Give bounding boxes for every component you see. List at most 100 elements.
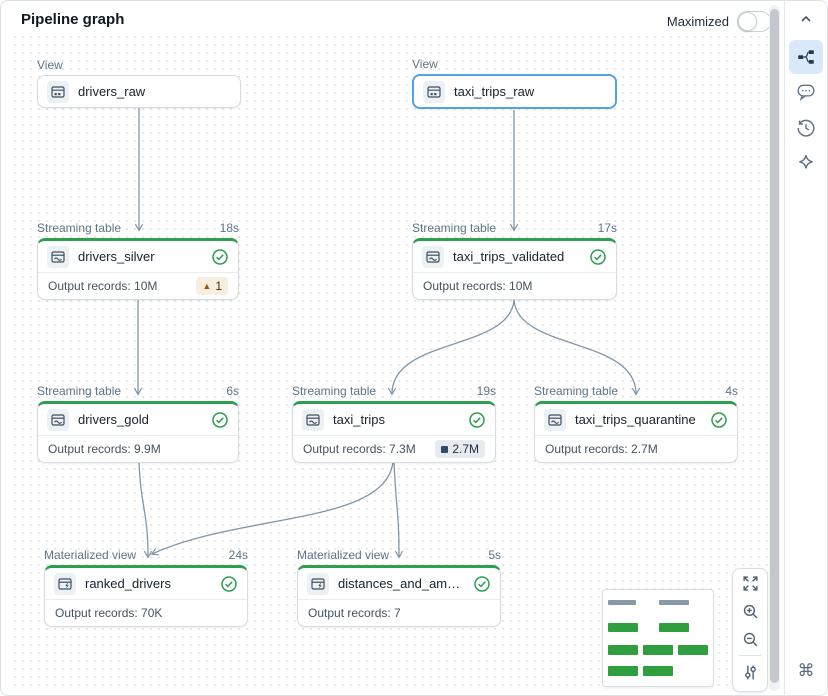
sidebar-item-version-history[interactable] xyxy=(796,118,816,138)
toggle-knob xyxy=(738,12,757,31)
warning-icon: ▲ xyxy=(202,280,212,291)
node-type-label: View xyxy=(412,57,438,71)
streaming-table-icon xyxy=(544,408,566,431)
output-records: Output records: 10M xyxy=(48,279,158,293)
minimap-bar xyxy=(678,645,708,655)
node-name: taxi_trips_raw xyxy=(454,84,535,99)
streaming-table-icon xyxy=(47,245,69,268)
count-value: 2.7M xyxy=(452,442,479,456)
node-group-ranked-drivers: Materialized view 24s ranked_drivers Outp… xyxy=(44,544,248,627)
node-duration: 24s xyxy=(228,548,248,562)
node-type-label: Streaming table xyxy=(534,384,619,398)
node-duration: 5s xyxy=(488,548,501,562)
node-type-label: Materialized view xyxy=(297,548,390,562)
success-check-icon xyxy=(220,575,238,593)
node-drivers-raw[interactable]: drivers_raw xyxy=(37,75,241,108)
node-group-taxi-trips-validated: Streaming table 17s taxi_trips_validated … xyxy=(412,217,617,300)
minimap-bar xyxy=(643,666,673,676)
node-group-taxi-trips: Streaming table 19s taxi_trips Output rec… xyxy=(292,380,496,463)
node-drivers-silver[interactable]: drivers_silver Output records: 10M ▲1 xyxy=(37,238,239,300)
right-sidebar: ⌘ xyxy=(784,1,827,695)
node-group-drivers-silver: Streaming table 18s drivers_silver Output… xyxy=(37,217,239,300)
node-name: taxi_trips_quarantine xyxy=(575,412,696,427)
square-icon xyxy=(441,445,449,453)
minimap-bar xyxy=(608,600,636,605)
output-records: Output records: 70K xyxy=(55,606,163,620)
sidebar-item-comments[interactable] xyxy=(796,82,816,102)
success-check-icon xyxy=(211,248,229,266)
node-name: ranked_drivers xyxy=(85,576,171,591)
node-duration: 18s xyxy=(219,221,239,235)
streaming-table-icon xyxy=(302,408,324,431)
count-badge[interactable]: 2.7M xyxy=(435,440,485,458)
node-type-label: Materialized view xyxy=(44,548,137,562)
materialized-view-icon xyxy=(307,572,329,595)
success-check-icon xyxy=(468,411,486,429)
maximized-toggle[interactable] xyxy=(737,11,771,32)
zoom-in-button[interactable] xyxy=(733,597,767,625)
filter-settings-button[interactable] xyxy=(733,658,767,686)
vertical-scrollbar[interactable] xyxy=(769,5,780,691)
minimap-bar xyxy=(659,600,689,605)
view-table-icon xyxy=(47,80,69,103)
output-records: Output records: 7.3M xyxy=(303,442,416,456)
node-name: distances_and_amounts_b... xyxy=(338,576,464,591)
fit-view-button[interactable] xyxy=(733,569,767,597)
scrollbar-thumb[interactable] xyxy=(770,9,779,683)
collapse-chevron-up-icon[interactable] xyxy=(798,11,814,27)
divider xyxy=(739,655,761,656)
minimap-bar xyxy=(608,666,638,676)
node-group-drivers-gold: Streaming table 6s drivers_gold Output re… xyxy=(37,380,239,463)
warning-badge[interactable]: ▲1 xyxy=(196,277,228,295)
page-title: Pipeline graph xyxy=(21,11,125,28)
node-group-distances-and-amounts: Materialized view 5s distances_and_amount… xyxy=(297,544,501,627)
success-check-icon xyxy=(589,248,607,266)
node-group-taxi-trips-raw: View taxi_trips_raw xyxy=(412,53,617,109)
zoom-controls xyxy=(732,568,768,692)
node-group-taxi-trips-quarantine: Streaming table 4s taxi_trips_quarantine … xyxy=(534,380,738,463)
node-drivers-gold[interactable]: drivers_gold Output records: 9.9M xyxy=(37,401,239,463)
node-duration: 6s xyxy=(226,384,239,398)
streaming-table-icon xyxy=(422,245,444,268)
node-name: taxi_trips_validated xyxy=(453,249,565,264)
zoom-out-button[interactable] xyxy=(733,625,767,653)
success-check-icon xyxy=(710,411,728,429)
output-records: Output records: 10M xyxy=(423,279,533,293)
node-name: drivers_raw xyxy=(78,84,146,99)
node-taxi-trips-raw[interactable]: taxi_trips_raw xyxy=(412,74,617,109)
output-records: Output records: 2.7M xyxy=(545,442,658,456)
node-name: taxi_trips xyxy=(333,412,386,427)
node-ranked-drivers[interactable]: ranked_drivers Output records: 70K xyxy=(44,565,248,627)
sidebar-item-pipeline-graph[interactable] xyxy=(789,40,823,74)
node-taxi-trips-validated[interactable]: taxi_trips_validated Output records: 10M xyxy=(412,238,617,300)
node-duration: 4s xyxy=(725,384,738,398)
view-table-icon xyxy=(423,80,445,103)
minimap[interactable] xyxy=(602,589,714,687)
node-taxi-trips-quarantine[interactable]: taxi_trips_quarantine Output records: 2.… xyxy=(534,401,738,463)
node-group-drivers-raw: View drivers_raw xyxy=(37,54,241,108)
node-duration: 19s xyxy=(476,384,496,398)
node-distances-and-amounts[interactable]: distances_and_amounts_b... Output record… xyxy=(297,565,501,627)
minimap-bar xyxy=(643,645,673,655)
node-name: drivers_silver xyxy=(78,249,155,264)
node-type-label: View xyxy=(37,58,63,72)
output-records: Output records: 9.9M xyxy=(48,442,161,456)
sidebar-item-assistant-sparkle-icon[interactable] xyxy=(796,153,816,173)
node-type-label: Streaming table xyxy=(37,384,122,398)
node-duration: 17s xyxy=(597,221,617,235)
success-check-icon xyxy=(473,575,491,593)
output-records: Output records: 7 xyxy=(308,606,401,620)
node-name: drivers_gold xyxy=(78,412,149,427)
minimap-bar xyxy=(659,623,689,632)
node-taxi-trips[interactable]: taxi_trips Output records: 7.3M 2.7M xyxy=(292,401,496,463)
node-type-label: Streaming table xyxy=(37,221,122,235)
streaming-table-icon xyxy=(47,408,69,431)
materialized-view-icon xyxy=(54,572,76,595)
success-check-icon xyxy=(211,411,229,429)
minimap-bar xyxy=(608,645,638,655)
node-type-label: Streaming table xyxy=(412,221,497,235)
warning-count: 1 xyxy=(215,279,222,293)
command-icon[interactable]: ⌘ xyxy=(797,661,815,680)
node-type-label: Streaming table xyxy=(292,384,377,398)
